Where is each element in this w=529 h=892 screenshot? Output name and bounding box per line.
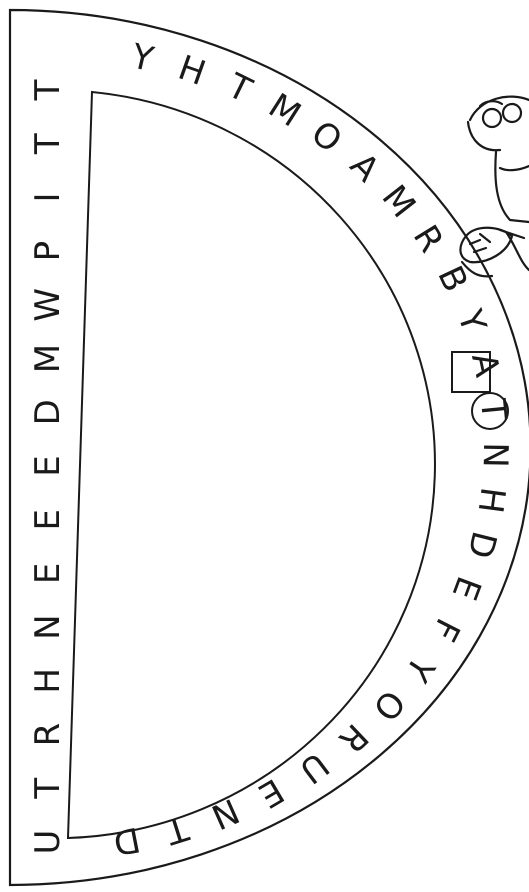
- arc-letter: Y: [397, 648, 442, 688]
- straight-edge-letter: P: [28, 241, 68, 262]
- straight-edge-letter: M: [28, 344, 68, 373]
- arc-letter: H: [470, 485, 513, 516]
- arc-letter: D: [110, 819, 143, 863]
- straight-edge-letter: I: [28, 192, 68, 202]
- arc-letter: B: [429, 260, 475, 298]
- arc-letter: E: [444, 571, 489, 605]
- straight-edge-letter: D: [28, 399, 68, 425]
- arc-letter: Y: [449, 304, 494, 338]
- straight-edge-letter: N: [28, 614, 68, 639]
- arc-letter: M: [261, 86, 307, 136]
- straight-edge-letter: E: [28, 509, 68, 530]
- straight-edge-letter: T: [28, 778, 68, 800]
- straight-edge-letter: E: [28, 563, 68, 584]
- outer-half-circle: [10, 10, 529, 885]
- straight-edge-letter: T: [28, 133, 68, 155]
- arc-letter: A: [463, 349, 507, 380]
- arc-letter: F: [423, 612, 468, 648]
- arc-letter: H: [173, 48, 210, 94]
- arc-letter: N: [475, 442, 515, 468]
- arc-letter: R: [331, 715, 376, 760]
- owl-reading-icon: [460, 97, 529, 277]
- arc-letter: Y: [127, 36, 157, 80]
- arc-letter: O: [365, 682, 413, 728]
- straight-edge-letter: H: [28, 668, 68, 694]
- arc-letter: E: [251, 770, 290, 815]
- straight-edge-letter: W: [28, 288, 68, 322]
- straight-edge-letter: E: [28, 455, 68, 476]
- arc-letter: T: [220, 66, 257, 112]
- arc-letter: R: [405, 218, 451, 259]
- arc-letter: O: [303, 113, 349, 161]
- straight-edge-letter: R: [28, 723, 68, 747]
- arc-letter: D: [459, 527, 504, 562]
- straight-edge-letter: U: [28, 830, 68, 855]
- straight-edge-letter: T: [28, 79, 68, 101]
- arc-letter: N: [205, 790, 245, 837]
- straight-edge-letters: T T I P WMD E E E N H R T U: [28, 79, 68, 854]
- arc-letter: M: [374, 178, 424, 226]
- arc-letter: A: [342, 145, 387, 190]
